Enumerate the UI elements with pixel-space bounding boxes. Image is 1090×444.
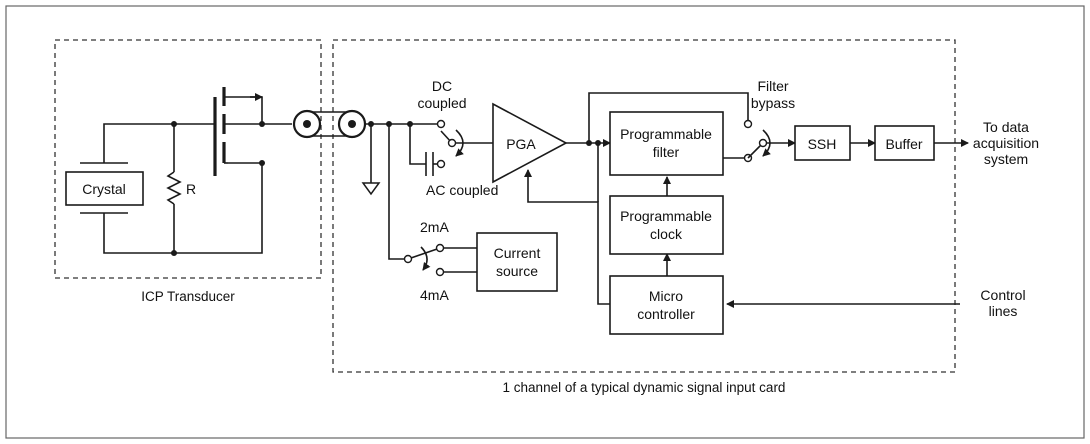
current-source-label-line1: Current [494,245,541,261]
ac-coupled-label: AC coupled [426,182,498,198]
filter-label-line1: Programmable [620,126,712,142]
output-label-line1: To data [983,119,1029,135]
programmable-clock-block [609,195,724,255]
crystal-label: Crystal [82,181,126,197]
buffer-block [874,125,935,161]
ssh-label: SSH [808,136,837,152]
current-source-block [476,232,558,292]
resistor-symbol [166,171,182,205]
card-caption: 1 channel of a typical dynamic signal in… [503,380,786,395]
microcontroller-block [609,275,724,335]
card-wiring [361,92,969,308]
dc-label-line1: DC [432,78,452,94]
current-source-label-line2: source [496,263,538,279]
output-label-line2: acquisition [973,135,1039,151]
buffer-label: Buffer [885,136,922,152]
filter-label-line2: filter [653,144,680,160]
current-2ma-label: 2mA [420,219,449,235]
micro-label-line2: controller [637,306,695,322]
transducer-region [54,39,322,279]
resistor-label: R [186,181,196,197]
control-label-line1: Control [980,287,1025,303]
ground-symbol [361,182,381,196]
transducer-caption: ICP Transducer [141,289,235,304]
programmable-filter-block [609,111,724,176]
pga-label: PGA [506,136,536,152]
micro-label-line1: Micro [649,288,683,304]
coax-cable [292,109,367,139]
clock-label-line1: Programmable [620,208,712,224]
outer-frame [5,5,1085,439]
dc-label-line2: coupled [417,95,466,111]
current-4ma-label: 4mA [420,287,449,303]
clock-label-line2: clock [650,226,683,242]
input-card-region [332,39,956,373]
output-label-line3: system [984,151,1028,167]
pga-amplifier [492,102,568,184]
crystal-box [65,171,144,206]
transducer-circuit [65,87,292,254]
bypass-label-line2: bypass [751,95,795,111]
control-label-line2: lines [989,303,1018,319]
bypass-label-line1: Filter [757,78,788,94]
ssh-block [794,125,851,161]
